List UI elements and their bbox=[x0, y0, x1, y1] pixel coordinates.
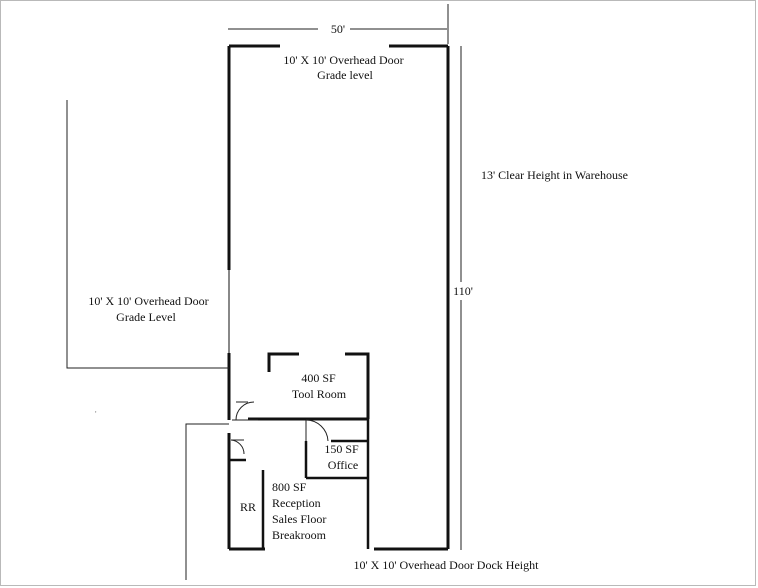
office-walls bbox=[304, 419, 370, 549]
top-door-label: 10' X 10' Overhead Door Grade level bbox=[283, 53, 406, 82]
tool-room-walls bbox=[248, 352, 370, 421]
restroom-walls bbox=[229, 458, 265, 549]
restroom-door-swing bbox=[230, 439, 245, 455]
restroom-label: RR bbox=[240, 500, 256, 514]
left-door-label: 10' X 10' Overhead Door Grade Level bbox=[88, 294, 211, 324]
entry-door-swing bbox=[232, 401, 258, 421]
office-door-swing bbox=[305, 419, 329, 442]
reception-label: 800 SF Reception Sales Floor Breakroom bbox=[272, 480, 329, 542]
building-walls bbox=[227, 44, 450, 551]
dot-mark: ' bbox=[95, 410, 97, 419]
clear-height-label: 13' Clear Height in Warehouse bbox=[481, 168, 628, 182]
tool-room-label: 400 SF Tool Room bbox=[292, 371, 347, 401]
width-dimension: 50' bbox=[331, 22, 345, 36]
length-dimension: 110' bbox=[453, 284, 473, 298]
office-label: 150 SF Office bbox=[324, 442, 361, 472]
bottom-door-label: 10' X 10' Overhead Door Dock Height bbox=[354, 558, 540, 572]
lot-outline bbox=[66, 100, 229, 580]
